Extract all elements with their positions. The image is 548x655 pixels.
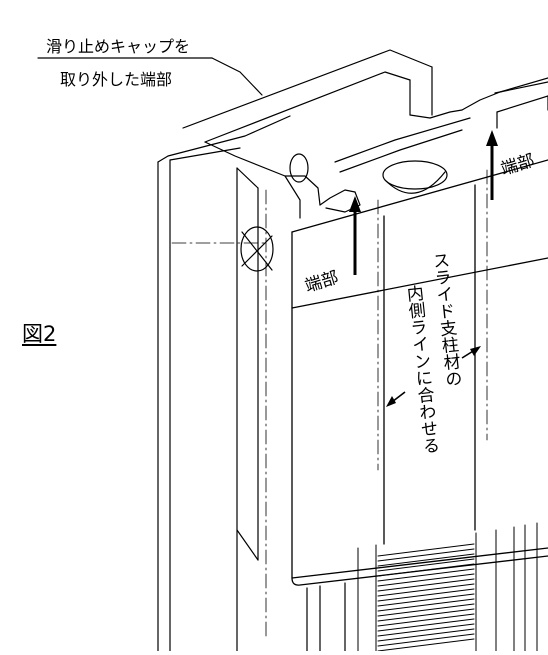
center-lines	[171, 169, 488, 641]
louver-slat-edge	[377, 558, 475, 572]
callout-line-2: 取り外した端部	[60, 70, 173, 89]
post-left-face	[157, 115, 291, 652]
align-arrow-right	[461, 346, 481, 359]
hole-detail	[240, 226, 274, 272]
louver-slat-edge	[377, 618, 475, 632]
post-pocket	[182, 49, 548, 219]
louver-slat-edge	[377, 638, 475, 652]
louver-slat-edge	[377, 568, 475, 582]
louver-panel	[357, 522, 538, 652]
louver-slat	[377, 593, 475, 607]
louver-slat-edge	[377, 628, 475, 642]
bolt-head	[289, 153, 309, 183]
roller-wheel	[382, 160, 448, 190]
end-label-right: 端部	[499, 151, 537, 180]
end-label-left: 端部	[303, 268, 341, 297]
callout-line-1: 滑り止めキャップを	[46, 37, 191, 56]
arrow-left-up	[349, 196, 361, 275]
callout-leader	[211, 57, 263, 96]
post-lower	[306, 582, 346, 652]
louver-slat-edge	[377, 578, 475, 592]
roller-rim	[384, 171, 446, 194]
louver-slat	[377, 603, 475, 617]
louver-slat-edge	[377, 588, 475, 602]
instruction-col1: スライド支柱材の	[428, 251, 463, 388]
louver-slat	[377, 613, 475, 627]
louver-slats	[377, 543, 475, 652]
louver-slat	[377, 573, 475, 587]
louver-slat	[377, 623, 475, 637]
louver-slat	[377, 553, 475, 567]
figure-label: 図2	[22, 322, 57, 346]
louver-slat	[377, 563, 475, 577]
louver-slat-edge	[377, 548, 475, 562]
arrow-right-up	[486, 130, 498, 200]
paper-sheet	[291, 159, 548, 586]
post-right-flange	[494, 81, 548, 129]
louver-slat-edge	[377, 608, 475, 622]
align-arrow-left	[386, 391, 406, 407]
louver-slat	[377, 543, 475, 557]
louver-slat	[377, 583, 475, 597]
louver-slat	[377, 633, 475, 647]
louver-slat-edge	[377, 598, 475, 612]
